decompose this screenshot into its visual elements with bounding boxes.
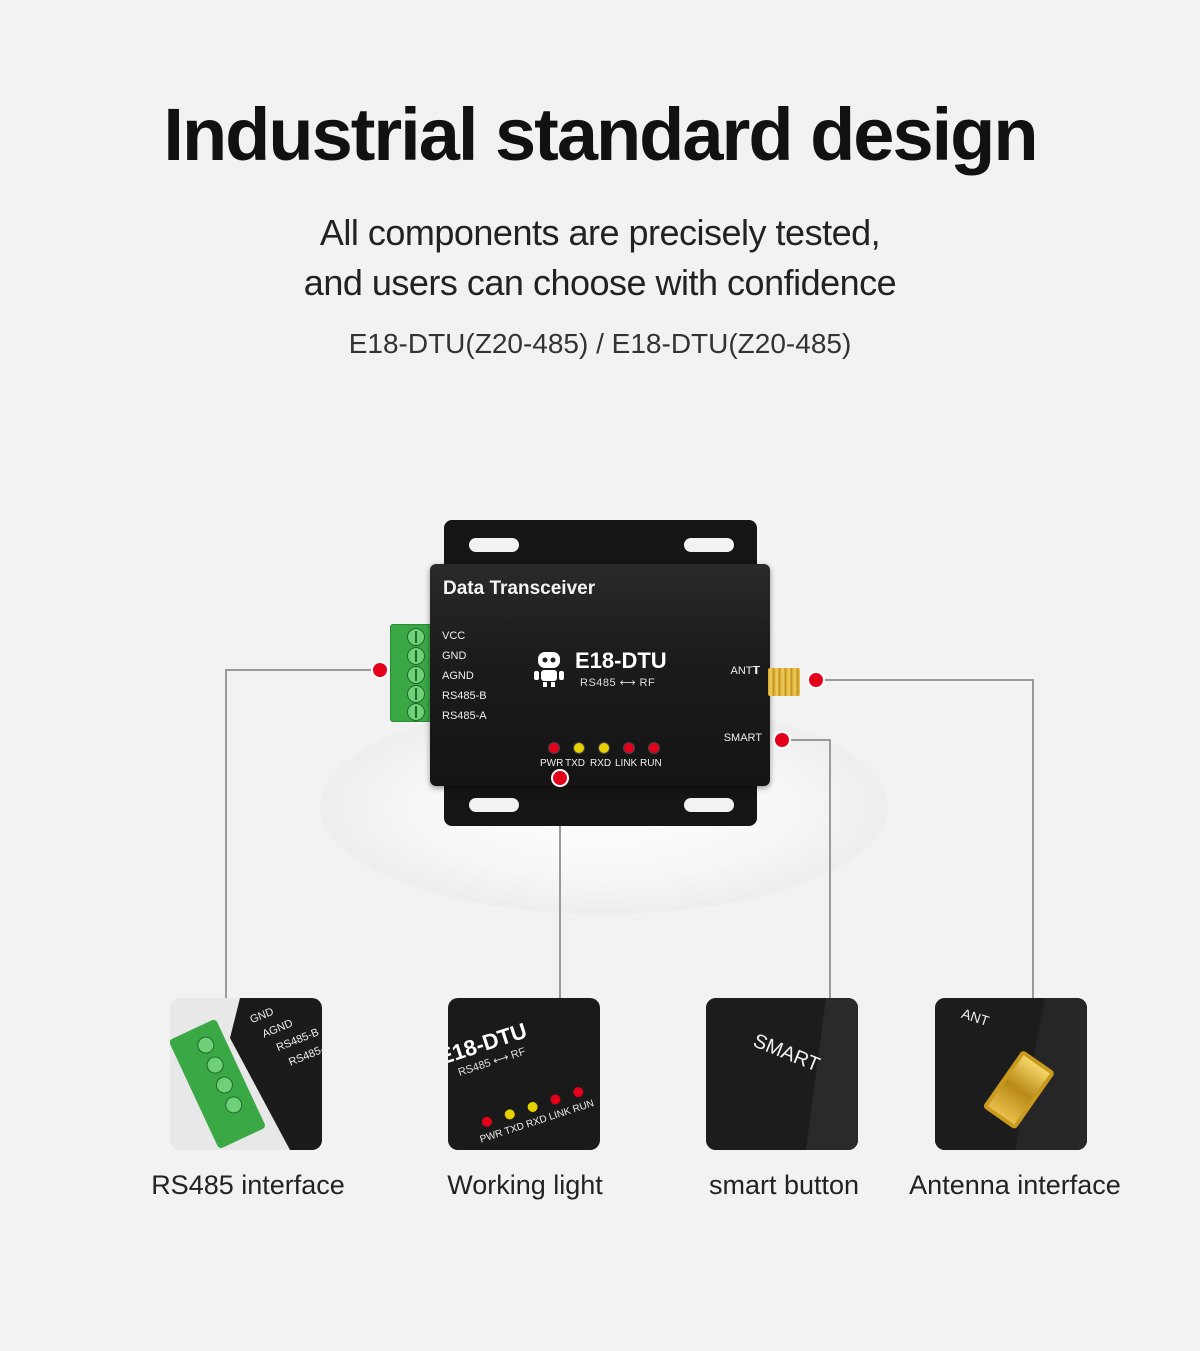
mount-slot (469, 798, 519, 812)
led-link-icon (623, 742, 635, 754)
pin-label: AGND (442, 670, 474, 682)
screw-icon (407, 666, 425, 684)
terminal-block (390, 624, 434, 722)
thumb-antenna: ANT (935, 998, 1087, 1150)
subtitle-line-2: and users can choose with confidence (303, 262, 897, 303)
caption-working-light: Working light (447, 1170, 603, 1200)
callout-dot-smart (775, 733, 789, 747)
page-title: Industrial standard design (163, 93, 1038, 176)
terminal-closeup-icon: GND AGND RS485-B RS485-A (170, 998, 322, 1150)
callout-dot-rs485 (373, 663, 387, 677)
caption-rs485: RS485 interface (151, 1170, 345, 1200)
thumb-rs485: GND AGND RS485-B RS485-A (170, 998, 322, 1150)
led-label: RXD (590, 758, 612, 769)
antenna-connector (768, 668, 800, 696)
ant-label: ANT𝗧 (730, 665, 760, 677)
pin-label: VCC (442, 630, 466, 642)
screw-icon (407, 685, 425, 703)
sma-connector-icon (768, 668, 800, 696)
led-rxd-icon (598, 742, 610, 754)
device-name: Data Transceiver (443, 578, 596, 599)
pin-labels: VCC GND AGND RS485-B RS485-A (442, 626, 487, 726)
thumb-smart-button: SMART (706, 998, 858, 1150)
screw-icon (407, 647, 425, 665)
led-label: LINK (615, 758, 638, 769)
led-txd-icon (573, 742, 585, 754)
line-smart (782, 739, 831, 998)
mount-slot (469, 538, 519, 552)
brand-logo: E18-DTU (575, 648, 667, 673)
caption-smart-button: smart button (708, 1170, 860, 1200)
pin-label: RS485-A (442, 710, 487, 722)
screw-icon (407, 628, 425, 646)
screw-icon (407, 703, 425, 721)
led-run-icon (648, 742, 660, 754)
antenna-icon: 𝗧 (752, 665, 760, 677)
robot-logo-icon (534, 652, 564, 687)
led-pwr-icon (548, 742, 560, 754)
callout-dot-antenna (809, 673, 823, 687)
mount-slot (684, 538, 734, 552)
smart-label: SMART (723, 732, 762, 744)
line-rs485 (225, 669, 380, 998)
led-label: PWR (540, 758, 564, 769)
subtitle-line-1: All components are precisely tested, (319, 212, 881, 253)
pin-label: GND (442, 650, 467, 662)
leds-closeup-icon: E18-DTU RS485 ⟷ RF PWR TXD RXD LINK RUN (448, 1018, 595, 1146)
brand-subtitle: RS485 ⟷ RF (580, 677, 656, 689)
led-label: RUN (640, 758, 662, 769)
subtitle: All components are precisely tested, and… (0, 208, 1200, 308)
caption-antenna: Antenna interface (909, 1170, 1121, 1200)
antenna-closeup-icon: ANT (935, 998, 1087, 1150)
callout-dot-light (553, 771, 567, 785)
model-number: E18-DTU(Z20-485) / E18-DTU(Z20-485) (348, 328, 852, 359)
smart-button-closeup-icon: SMART (706, 998, 858, 1150)
line-antenna (816, 679, 1034, 998)
mount-slot (684, 798, 734, 812)
pin-label: RS485-B (442, 690, 487, 702)
data-transceiver: Data Transceiver VCC GND AGND RS485-B RS… (430, 564, 770, 786)
led-label: TXD (565, 758, 585, 769)
thumb-working-light: E18-DTU RS485 ⟷ RF PWR TXD RXD LINK RUN (448, 998, 600, 1150)
